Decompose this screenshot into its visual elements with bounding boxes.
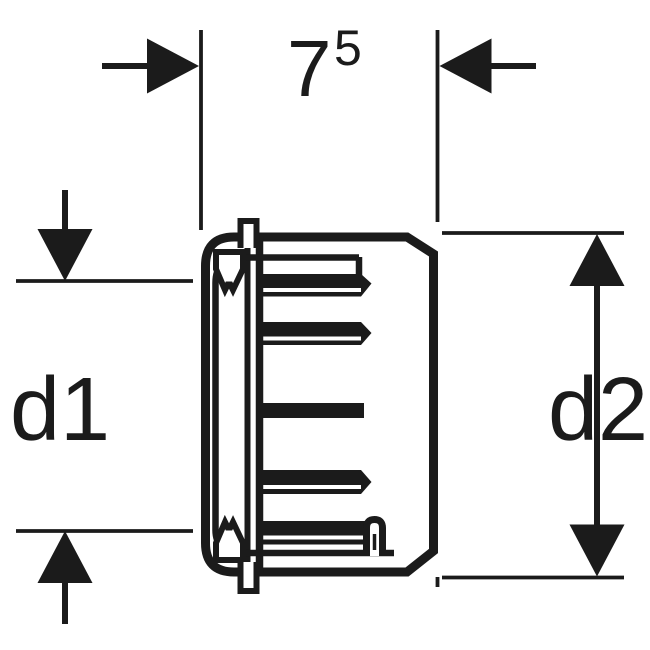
extension-lines <box>16 30 624 580</box>
internal-thread-ribs <box>262 274 372 545</box>
thread-rib-line <box>262 340 361 345</box>
d1-dimension: d1 <box>10 190 110 624</box>
pipe-fitting-cross-section <box>201 218 440 594</box>
width-arrow-right-icon <box>439 38 492 94</box>
thread-rib <box>262 403 364 418</box>
locating-tab-bottom <box>237 562 260 594</box>
width-dimension-label: 7 <box>287 24 332 113</box>
thread-rib-line <box>262 489 361 494</box>
thread-rib-tip <box>361 274 372 297</box>
width-arrow-left-icon <box>147 38 199 94</box>
thread-rib-tip <box>361 322 372 345</box>
d2-label: d2 <box>548 360 648 460</box>
thread-rib <box>262 274 361 288</box>
d1-arrow-top-icon <box>37 229 93 281</box>
thread-rib-line <box>262 292 361 297</box>
width-dimension-superscript: 5 <box>334 20 362 76</box>
thread-rib <box>262 470 361 485</box>
d2-arrow-top-icon <box>569 234 625 286</box>
thread-rib-tip <box>361 470 372 494</box>
width-dimension: 7 5 <box>102 20 536 113</box>
d1-arrow-bottom-icon <box>37 531 93 583</box>
locating-tab-top <box>237 218 260 248</box>
seal-ring-bottom <box>213 514 246 563</box>
seal-ring-top <box>213 249 246 298</box>
thread-rib <box>262 322 361 337</box>
thread-rib-line <box>262 539 366 545</box>
thread-rib <box>262 521 366 536</box>
d2-dimension: d2 <box>548 234 648 577</box>
d1-label: d1 <box>10 360 110 460</box>
d2-arrow-bottom-icon <box>569 524 625 577</box>
